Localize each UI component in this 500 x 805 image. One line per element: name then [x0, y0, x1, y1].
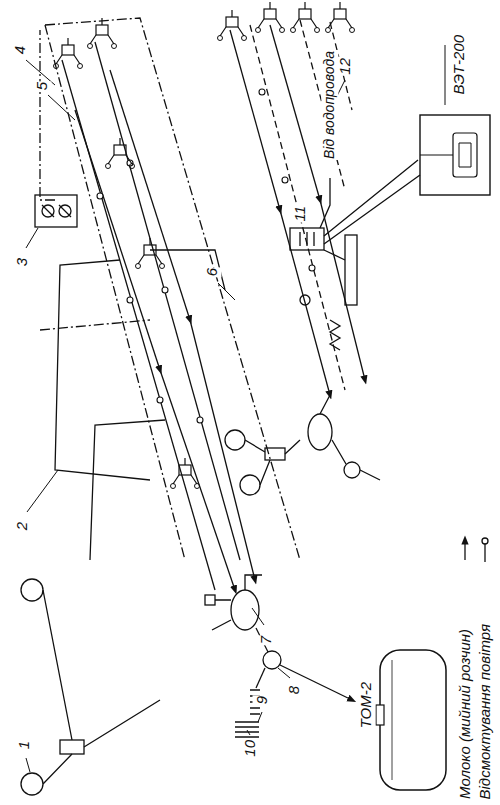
legend-text: Відсмоктування повітря: [476, 623, 495, 800]
legend-text: Молоко (мийний розчин): [456, 628, 475, 800]
node-label: ВЭТ-200: [450, 34, 469, 96]
callout-number: 2: [13, 521, 32, 531]
callout-number: 8: [285, 685, 304, 695]
callout-number: 10: [241, 739, 260, 758]
water-heater-box: ВЭТ-200: [415, 15, 495, 205]
callout-number: 5: [33, 81, 52, 91]
callout-number: 9: [253, 695, 272, 705]
supply-note: Від водопровода: [321, 50, 338, 160]
callout-number: 6: [203, 267, 222, 277]
node-label: ТОМ-2: [357, 681, 376, 729]
callout-number: 1: [15, 740, 34, 750]
callout-number: 7: [257, 635, 276, 645]
callout-number: 12: [336, 57, 355, 76]
callout-number: 11: [291, 205, 310, 223]
cooling-tank: ТОМ-2: [352, 635, 450, 795]
callout-number: 4: [11, 45, 30, 55]
callout-number: 3: [13, 257, 32, 267]
